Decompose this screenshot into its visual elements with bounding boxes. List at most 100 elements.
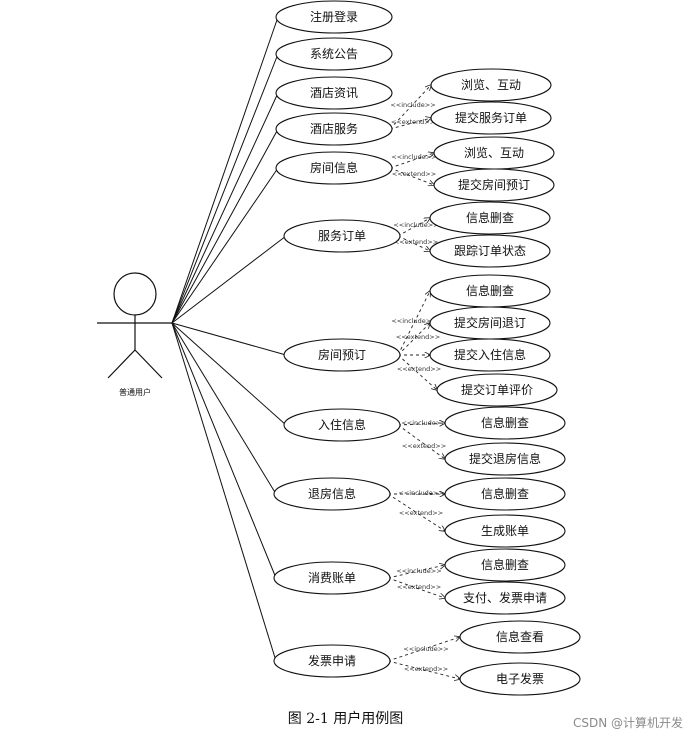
watermark: CSDN @计算机开发 <box>572 716 683 730</box>
use-case-label: 消费账单 <box>308 571 356 585</box>
sub-use-cases: 浏览、互动提交服务订单浏览、互动提交房间预订信息删查跟踪订单状态信息删查提交房间… <box>429 68 581 696</box>
association-line-u1 <box>171 16 279 324</box>
relationship-label: <<include>> <box>390 101 435 109</box>
sub-use-case-ellipse[interactable] <box>444 406 566 440</box>
use-case-label: 服务订单 <box>318 228 366 243</box>
relationship-label: <<extend>> <box>404 665 448 673</box>
use-case-ellipse[interactable] <box>273 644 391 678</box>
use-case-ellipse[interactable] <box>283 408 401 442</box>
sub-use-case-ellipse[interactable] <box>444 548 566 582</box>
relationship-label: <<extend>> <box>392 170 436 178</box>
sub-use-case-ellipse[interactable] <box>444 514 566 548</box>
relationship-arrow-s14 <box>387 493 445 531</box>
relationship-arrow-s17 <box>387 637 460 662</box>
sub-use-case-label: 信息删查 <box>466 210 514 225</box>
sub-use-case-label: 跟踪订单状态 <box>454 244 526 258</box>
sub-use-case-ellipse[interactable] <box>459 620 581 654</box>
use-case-label: 发票申请 <box>308 653 356 668</box>
association-line-u8 <box>171 322 287 426</box>
sub-use-case-label: 浏览、互动 <box>464 145 524 160</box>
association-line-u2 <box>171 53 279 324</box>
relationship-label: <<extend>> <box>394 238 438 246</box>
sub-use-case-ellipse[interactable] <box>444 477 566 511</box>
sub-use-case-label: 浏览、互动 <box>461 77 521 92</box>
relationship-arrow-s12 <box>397 424 445 459</box>
association-line-u10 <box>171 322 277 579</box>
sub-use-case-ellipse[interactable] <box>429 338 551 372</box>
sub-use-case-ellipse[interactable] <box>444 442 566 476</box>
relationship-label: <<extend>> <box>391 118 435 126</box>
association-line-u11 <box>171 322 277 662</box>
relationship-arrow-s5 <box>397 218 430 237</box>
association-line-u3 <box>171 92 279 324</box>
relationship-label: <<extend>> <box>397 365 441 373</box>
sub-use-case-label: 信息删查 <box>481 486 529 501</box>
association-line-u9 <box>171 322 277 495</box>
use-case-ellipse[interactable] <box>275 37 393 71</box>
use-case-label: 酒店服务 <box>310 121 358 136</box>
relationship-arrow-s8 <box>397 323 430 356</box>
use-case-ellipse[interactable] <box>275 112 393 146</box>
use-case-label: 酒店资讯 <box>310 86 358 100</box>
sub-use-case-label: 提交服务订单 <box>455 110 527 125</box>
sub-use-case-label: 提交入住信息 <box>454 347 526 362</box>
use-case-label: 系统公告 <box>310 47 358 61</box>
relationship-arrow-s4 <box>389 167 434 185</box>
sub-use-case-ellipse[interactable] <box>429 234 551 268</box>
relationship-label: <<include>> <box>391 153 436 161</box>
relationship-arrow-s15 <box>387 565 445 579</box>
use-case-ellipse[interactable] <box>283 338 401 372</box>
actor-left-leg <box>107 349 136 379</box>
actor-right-leg <box>134 349 163 379</box>
relationship-label: <<include>> <box>396 567 441 575</box>
association-line-u5 <box>171 167 279 324</box>
relationship-arrow-s16 <box>387 577 445 598</box>
relationship-label: <<extend>> <box>399 509 443 517</box>
relationship-label: <<include>> <box>398 489 443 497</box>
use-case-ellipse[interactable] <box>273 477 391 511</box>
use-case-label: 房间信息 <box>310 160 358 175</box>
use-case-ellipse[interactable] <box>283 219 401 253</box>
relationship-label: <<include>> <box>401 419 446 427</box>
use-case-label: 房间预订 <box>318 347 366 362</box>
use-case-ellipse[interactable] <box>273 561 391 595</box>
association-line-u7 <box>171 322 287 356</box>
use-case-ellipse[interactable] <box>275 76 393 110</box>
sub-use-case-label: 电子发票 <box>496 671 544 686</box>
association-lines <box>171 16 287 662</box>
use-case-ellipse[interactable] <box>275 151 393 185</box>
sub-use-case-label: 支付、发票申请 <box>463 590 547 605</box>
sub-use-case-ellipse[interactable] <box>459 662 581 696</box>
sub-use-case-label: 信息查看 <box>496 629 544 644</box>
sub-use-case-ellipse[interactable] <box>444 581 566 615</box>
sub-use-case-ellipse[interactable] <box>436 373 558 407</box>
use-case-label: 入住信息 <box>318 417 366 432</box>
sub-use-case-ellipse[interactable] <box>433 168 555 202</box>
use-case-label: 退房信息 <box>308 486 356 501</box>
relationship-arrow-s3 <box>389 153 434 169</box>
use-case-label: 注册登录 <box>310 9 358 24</box>
sub-use-case-ellipse[interactable] <box>429 201 551 235</box>
use-cases: 注册登录系统公告酒店资讯酒店服务房间信息服务订单房间预订入住信息退房信息消费账单… <box>273 0 401 678</box>
actor-figure: 普通用户 <box>97 272 172 397</box>
actor-label: 普通用户 <box>119 387 151 397</box>
sub-use-case-label: 提交退房信息 <box>469 451 541 466</box>
figure-caption: 图 2-1 用户用例图 <box>287 711 404 727</box>
relationship-lines: <<include>> <<extend>> <<include>> <<extend… <box>387 85 460 679</box>
sub-use-case-label: 生成账单 <box>481 524 529 538</box>
actor-head <box>113 272 157 316</box>
sub-use-case-ellipse[interactable] <box>430 101 552 135</box>
relationship-label: <<extend>> <box>397 583 441 591</box>
sub-use-case-label: 提交房间退订 <box>454 315 526 330</box>
association-line-u6 <box>171 235 287 324</box>
use-case-ellipse[interactable] <box>275 0 393 34</box>
relationship-arrow-s2 <box>389 118 431 130</box>
sub-use-case-label: 信息删查 <box>481 557 529 572</box>
sub-use-case-ellipse[interactable] <box>430 68 552 102</box>
relationship-label: <<include>> <box>391 317 436 325</box>
sub-use-case-label: 提交订单评价 <box>461 382 533 397</box>
sub-use-case-label: 提交房间预订 <box>458 177 530 192</box>
sub-use-case-label: 信息删查 <box>481 415 529 430</box>
relationship-arrow-s1 <box>389 85 431 130</box>
